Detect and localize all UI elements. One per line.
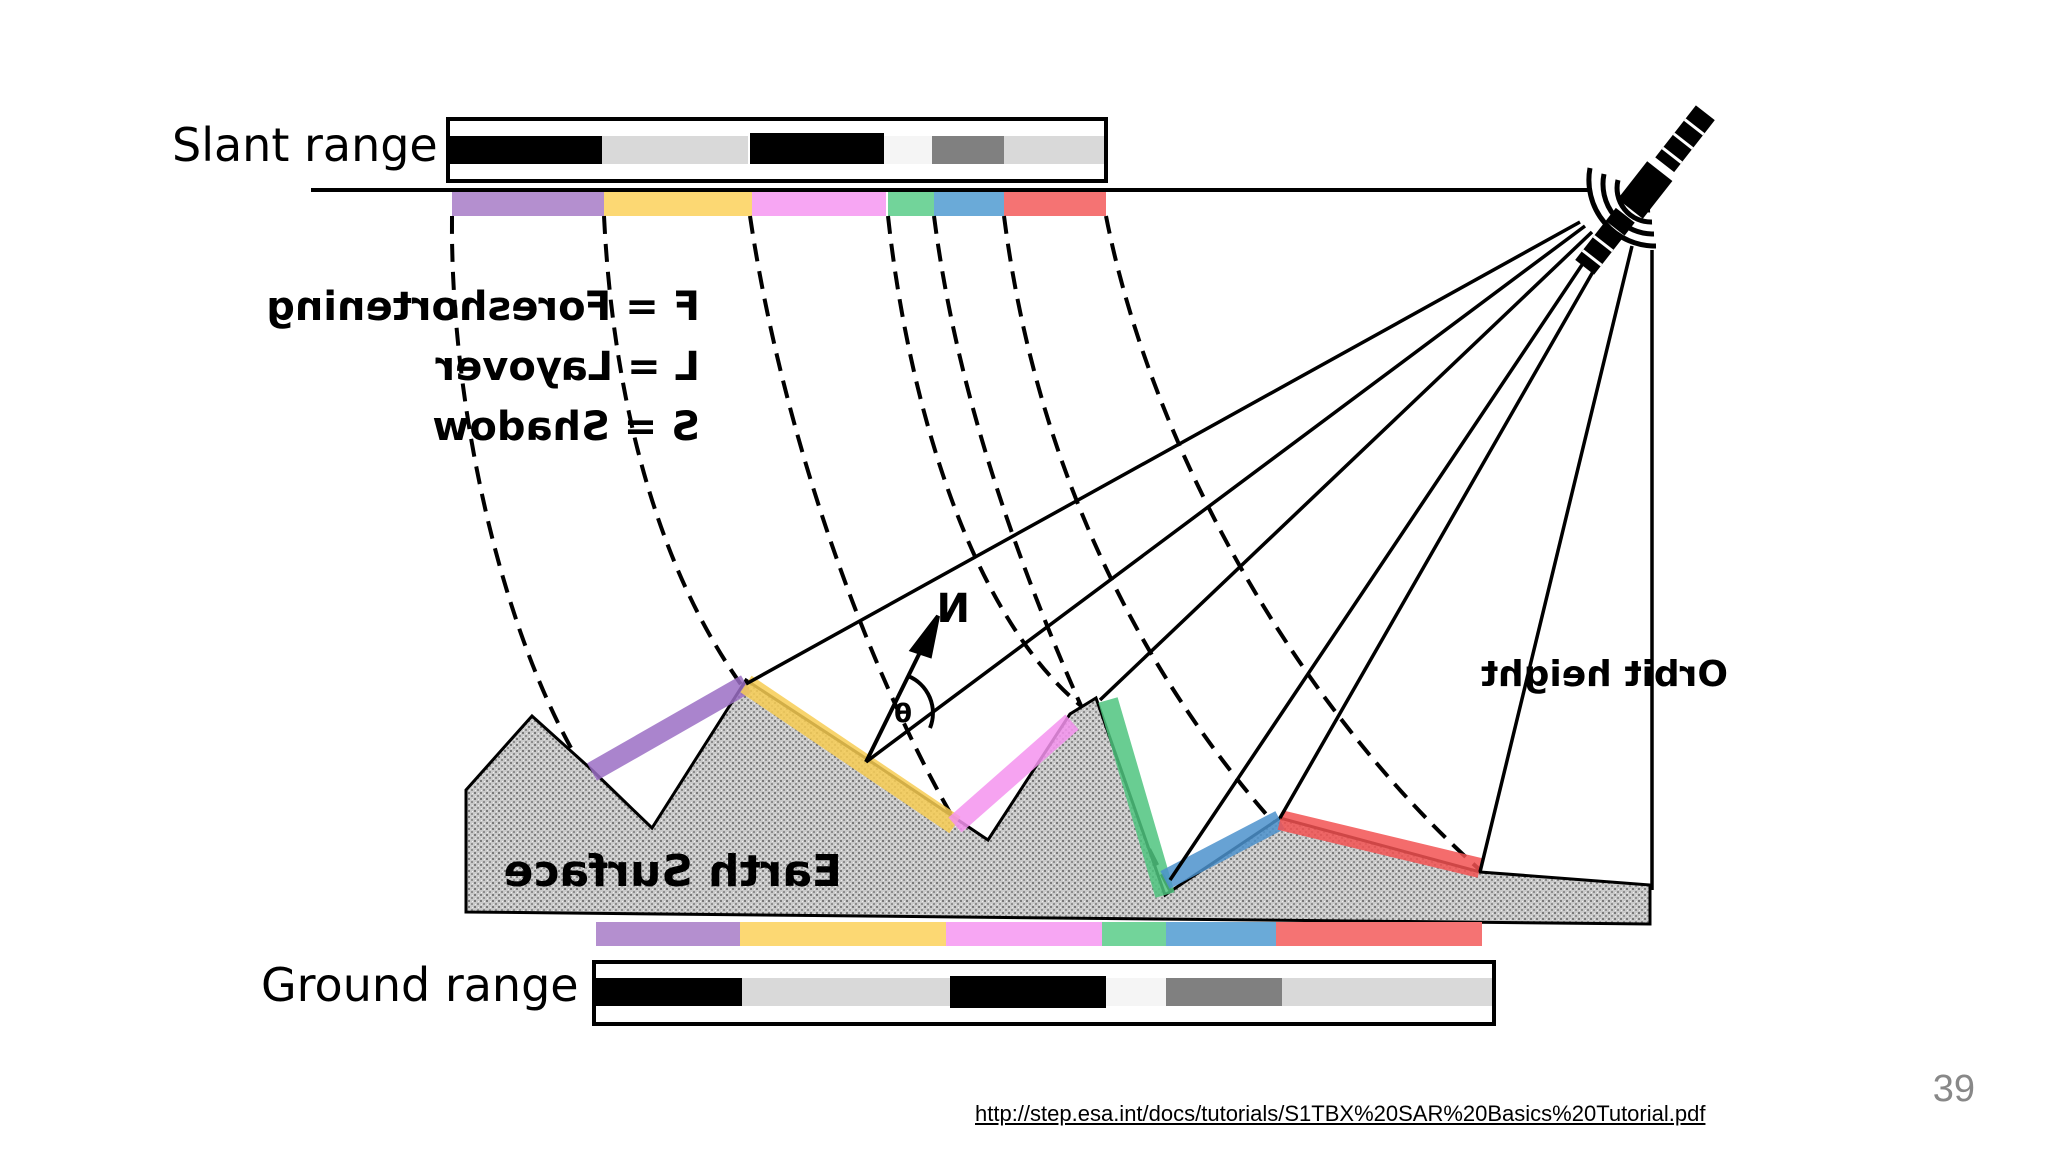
ground-bar-black-1 <box>596 978 742 1006</box>
normal-vector <box>864 614 940 763</box>
terrain-highlights <box>587 675 1483 898</box>
signal-waves-icon <box>1586 167 1657 249</box>
arc-4 <box>886 215 1102 722</box>
arc-3 <box>748 215 962 832</box>
earth-surface-label: Earth Surface <box>503 846 842 897</box>
earth-surface-terrain <box>464 677 1652 926</box>
arc-7 <box>1104 215 1482 872</box>
normal-label: N <box>937 586 970 632</box>
slant-segment-purple <box>452 192 604 216</box>
ground-segment-red <box>1276 922 1482 946</box>
ground-bar-white <box>1106 978 1166 1006</box>
ground-range-label: Ground range <box>261 958 579 1012</box>
legend-layover: L = Layover <box>435 344 700 390</box>
look-line-2 <box>864 224 1587 764</box>
page-number: 39 <box>1932 1068 1975 1110</box>
normal-arrow-shaft <box>864 635 930 763</box>
ground-colored-segments <box>596 922 1482 946</box>
slant-bar-lightgray-1 <box>602 136 748 164</box>
slant-colored-segments <box>452 192 1106 216</box>
highlight-purple <box>587 675 751 781</box>
slant-bar-white <box>884 136 932 164</box>
ground-segment-purple <box>596 922 740 946</box>
slant-segment-green <box>888 192 934 216</box>
look-line-5 <box>1278 241 1612 819</box>
ground-segment-green <box>1102 922 1166 946</box>
look-line-3 <box>1098 230 1594 702</box>
ground-range-bar <box>592 960 1496 1026</box>
slant-segment-blue <box>934 192 1004 216</box>
slant-segment-yellow <box>604 192 752 216</box>
highlight-red <box>1277 810 1483 878</box>
source-link[interactable]: http://step.esa.int/docs/tutorials/S1TBX… <box>975 1101 1706 1126</box>
slant-bar-lightgray-2 <box>1004 136 1104 164</box>
ground-bar-mediumgray <box>1166 978 1282 1006</box>
arc-6 <box>1002 215 1282 832</box>
legend-shadow: S = Shadow <box>432 404 700 450</box>
arc-1 <box>449 215 592 782</box>
ground-bar-lightgray-2 <box>1282 978 1492 1006</box>
slant-bar-black-1 <box>450 136 602 164</box>
slant-bar-black-2 <box>750 133 884 164</box>
slant-segment-red <box>1004 192 1106 216</box>
look-line-6 <box>1478 245 1634 873</box>
orbit-height-label: Orbit height <box>1481 654 1728 695</box>
ground-bar-lightgray-1 <box>742 978 950 1006</box>
highlight-pink <box>948 714 1079 833</box>
slant-bar-mediumgray <box>932 136 1004 164</box>
range-arcs <box>449 215 1482 891</box>
radar-look-lines <box>745 220 1654 890</box>
slant-segment-pink <box>752 192 886 216</box>
slant-range-label: Slant range <box>172 118 438 172</box>
normal-arrow-head <box>908 614 940 659</box>
arc-2 <box>602 215 747 692</box>
look-line-1 <box>745 220 1581 686</box>
ground-segment-pink <box>946 922 1102 946</box>
look-line-4 <box>1168 237 1602 881</box>
ground-bar-black-2 <box>950 976 1106 1008</box>
highlight-blue <box>1160 811 1285 889</box>
highlight-green <box>1098 697 1175 898</box>
ground-segment-blue <box>1166 922 1276 946</box>
theta-label: θ <box>894 699 912 729</box>
highlight-yellow <box>740 675 961 834</box>
slant-range-bar <box>446 117 1108 183</box>
ground-segment-yellow <box>740 922 946 946</box>
theta-arc <box>907 674 935 729</box>
legend-foreshortening: F = Foreshortening <box>266 284 700 330</box>
satellite-icon <box>1575 105 1715 275</box>
